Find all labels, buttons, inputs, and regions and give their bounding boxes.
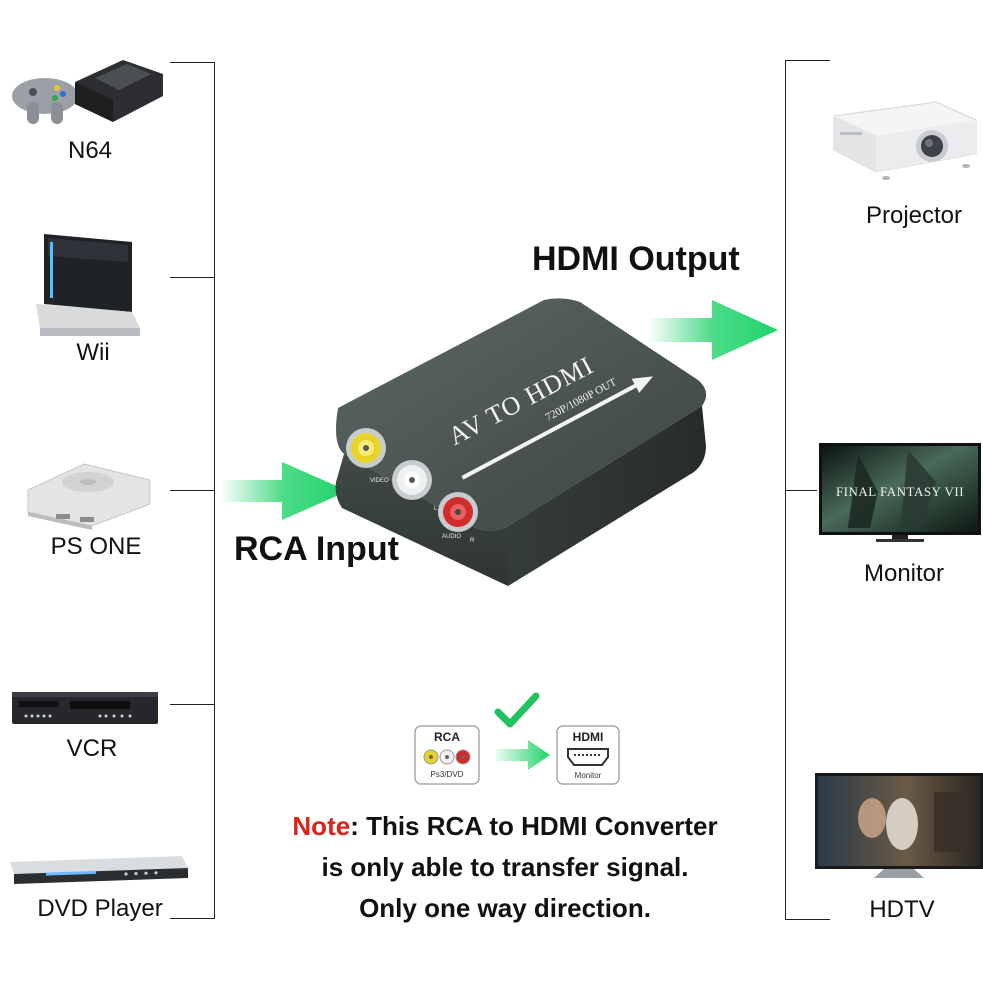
output-bracket-bottom bbox=[785, 919, 830, 920]
n64-console-image bbox=[12, 60, 163, 124]
port-label-r: R bbox=[470, 538, 475, 544]
input-bracket-tick-psone bbox=[170, 490, 215, 491]
port-label-video: VIDEO bbox=[370, 478, 389, 484]
output-label-hdtv: HDTV bbox=[869, 896, 935, 923]
input-label-vcr: VCR bbox=[66, 735, 118, 762]
rca-input-arrow bbox=[220, 462, 348, 520]
input-bracket-top bbox=[170, 62, 215, 63]
note-prefix: Note bbox=[292, 811, 351, 841]
port-label-l: L bbox=[434, 506, 438, 512]
input-label-n64: N64 bbox=[67, 137, 113, 164]
input-label-psone: PS ONE bbox=[50, 533, 142, 560]
mini-check-icon bbox=[494, 692, 540, 728]
rca-port-audio-right bbox=[438, 492, 478, 532]
note-line-2: is only able to transfer signal. bbox=[321, 852, 689, 882]
mini-hdmi-sub: Monitor bbox=[575, 771, 602, 780]
rca-port-video bbox=[346, 428, 386, 468]
output-label-projector: Projector bbox=[865, 202, 963, 229]
mini-arrow-icon bbox=[496, 740, 550, 770]
input-label-wii: Wii bbox=[76, 339, 110, 366]
projector-image bbox=[833, 101, 977, 180]
hdmi-box-icon: HDMI Monitor bbox=[556, 725, 620, 785]
port-label-audio: AUDIO bbox=[442, 534, 461, 540]
rca-port-audio-left bbox=[392, 460, 432, 500]
monitor-image: FINAL FANTASY VII bbox=[819, 443, 981, 542]
av-to-hdmi-converter: AV TO HDMI 720P/1080P OUT VIDEO L R AUDI… bbox=[335, 298, 707, 586]
input-label-dvd-player: DVD Player bbox=[37, 895, 163, 922]
note-line-1-text: : This RCA to HDMI Converter bbox=[350, 811, 718, 841]
vcr-image bbox=[12, 692, 158, 724]
psone-console-image bbox=[27, 463, 151, 530]
rca-box-icon: RCA Ps3/DVD bbox=[414, 725, 480, 785]
monitor-screen-text: FINAL FANTASY VII bbox=[836, 484, 964, 499]
mini-hdmi-title: HDMI bbox=[573, 730, 604, 744]
input-bracket-tick-vcr bbox=[170, 704, 215, 705]
mini-rca-sub: Ps3/DVD bbox=[431, 770, 464, 779]
dvd-player-image bbox=[10, 856, 188, 884]
note-line-1: Note: This RCA to HDMI Converter bbox=[200, 806, 810, 847]
note-text: Note: This RCA to HDMI Converter is only… bbox=[200, 806, 810, 929]
input-bracket-bottom bbox=[170, 918, 215, 919]
rca-input-label: RCA Input bbox=[234, 530, 399, 568]
mini-rca-title: RCA bbox=[434, 730, 460, 744]
output-label-monitor: Monitor bbox=[863, 560, 945, 587]
input-bracket-tick-wii bbox=[170, 277, 215, 278]
wii-console-image bbox=[36, 234, 140, 336]
output-bracket-tick-monitor bbox=[785, 490, 817, 491]
hdmi-output-label: HDMI Output bbox=[532, 240, 740, 278]
hdmi-output-arrow bbox=[648, 300, 778, 360]
note-line-3: Only one way direction. bbox=[359, 893, 651, 923]
hdtv-image bbox=[815, 773, 983, 878]
output-bracket-top bbox=[785, 60, 830, 61]
